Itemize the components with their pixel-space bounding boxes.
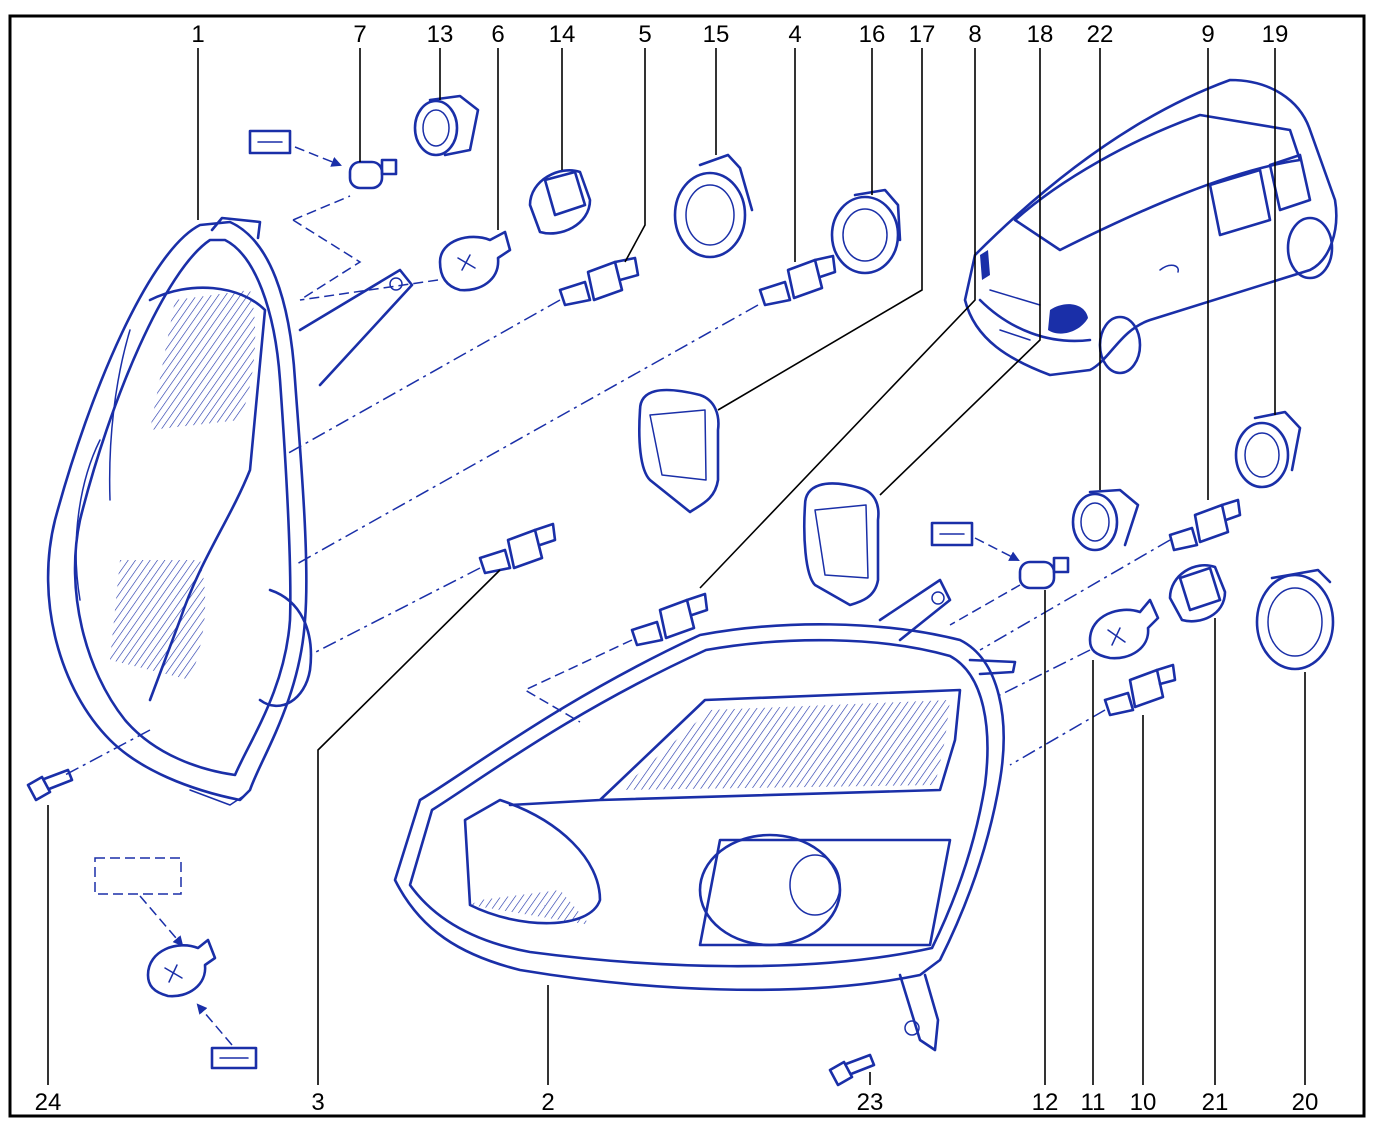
callout-13: 13	[427, 21, 454, 48]
bulb-holder-icon-21	[1168, 564, 1227, 623]
screw-icon-24	[26, 768, 74, 802]
bulb-icon-alt	[146, 938, 217, 998]
bulb-icon-8	[630, 592, 709, 647]
callout-10: 10	[1130, 1089, 1157, 1116]
callout-18: 18	[1027, 21, 1054, 48]
bulb-cap-icon-20	[1255, 568, 1335, 671]
bulb-type-box-icon-alt-top	[94, 857, 184, 947]
bulb-icon-4	[758, 254, 837, 307]
callout-21: 21	[1202, 1089, 1229, 1116]
diagram-frame	[8, 14, 1366, 1118]
callout-16: 16	[859, 21, 886, 48]
bulb-cap-icon-22	[1071, 488, 1140, 552]
callout-11: 11	[1081, 1089, 1106, 1116]
callout-2: 2	[541, 1089, 554, 1116]
callout-4: 4	[788, 21, 801, 48]
bulb-icon-6	[438, 230, 512, 292]
callout-6: 6	[491, 21, 504, 48]
bulb-type-box-icon-12	[930, 521, 1020, 561]
headlight-icon-right	[393, 578, 1017, 1052]
callouts-top: 1 7 13 6 14 5 15 4 16 17 8 18 22 9 19	[191, 21, 1288, 48]
callout-20: 20	[1292, 1089, 1319, 1116]
headlight-icon-left	[46, 216, 414, 806]
bulb-cap-icon-18	[803, 482, 880, 607]
bulb-icon-11	[1088, 598, 1160, 660]
bulb-cap-icon-17	[638, 388, 720, 514]
bulb-type-box-icon-alt-bottom	[196, 1003, 258, 1070]
leader-lines	[47, 48, 1306, 1085]
callout-12: 12	[1032, 1089, 1059, 1116]
assembly-lines	[64, 195, 1171, 776]
bulb-icon-3	[478, 522, 557, 575]
callout-3: 3	[311, 1089, 324, 1116]
bulb-icon-9	[1168, 498, 1242, 552]
callout-14: 14	[549, 21, 576, 48]
callout-23: 23	[857, 1089, 884, 1116]
bulb-icon-12	[1018, 556, 1070, 590]
bulb-cap-icon-16	[830, 188, 902, 275]
bulb-icon-10	[1103, 663, 1177, 717]
callout-22: 22	[1087, 21, 1114, 48]
bulb-type-box-icon-7	[248, 129, 342, 167]
bulb-icon-7	[348, 158, 398, 190]
callout-17: 17	[909, 21, 936, 48]
bulb-icon-5	[558, 256, 640, 307]
bulb-cap-icon-13	[413, 94, 480, 157]
callout-5: 5	[638, 21, 651, 48]
bulb-cap-icon-19	[1234, 410, 1302, 489]
bulb-cap-icon-15	[673, 153, 754, 259]
callout-15: 15	[703, 21, 730, 48]
callout-1: 1	[191, 21, 204, 48]
bulb-holder-icon-14	[528, 169, 592, 235]
vehicle-icon	[963, 78, 1338, 377]
callout-9: 9	[1201, 21, 1214, 48]
callout-7: 7	[353, 21, 366, 48]
callout-19: 19	[1262, 21, 1289, 48]
callouts-bottom: 24 3 2 23 12 11 10 21 20	[35, 1089, 1319, 1116]
callout-8: 8	[968, 21, 981, 48]
screw-icon-23	[828, 1053, 876, 1087]
callout-24: 24	[35, 1089, 62, 1116]
